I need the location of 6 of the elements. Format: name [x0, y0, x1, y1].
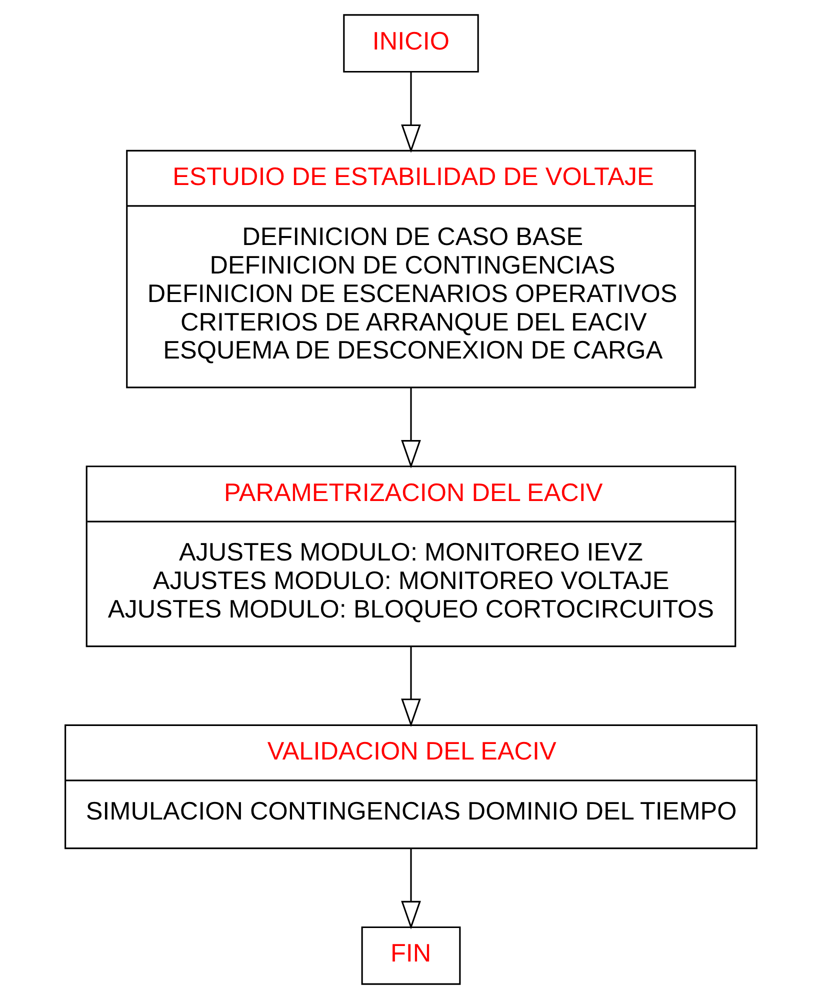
arrow — [401, 72, 421, 153]
arrow — [401, 388, 421, 468]
arrow — [401, 848, 421, 930]
arrow — [401, 646, 421, 728]
node-box: FIN — [361, 926, 461, 985]
node-box: INICIO — [343, 14, 479, 73]
